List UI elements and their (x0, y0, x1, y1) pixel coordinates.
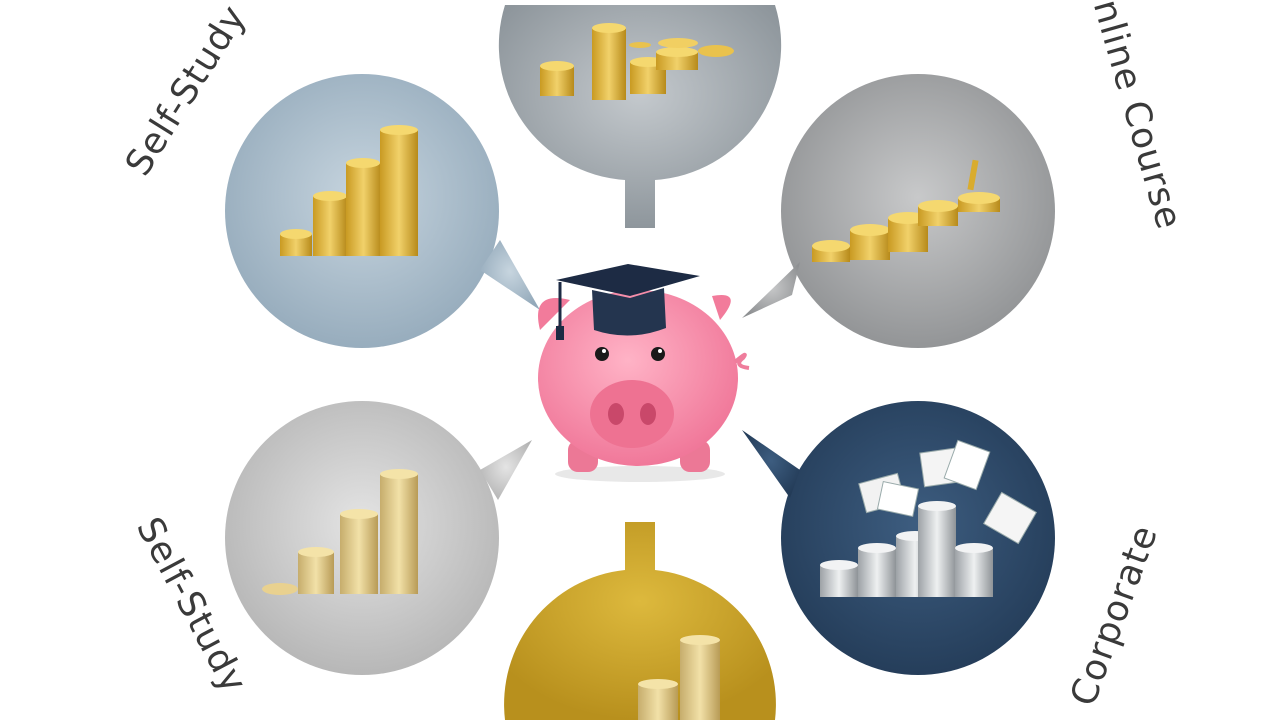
bubble-bottom-left (225, 401, 532, 675)
bubble-top (498, 5, 782, 228)
bubble-top-left (225, 74, 540, 348)
piggy-bank-graduation-cap-icon (538, 264, 750, 482)
coin-stacks-top (540, 23, 734, 100)
coin-stacks-top-right (812, 159, 1000, 262)
bubble-bottom (504, 522, 776, 720)
coin-stacks-top-left (280, 125, 418, 256)
coin-stacks-bottom-right (820, 501, 993, 597)
bubble-bottom-right (742, 401, 1055, 675)
coin-stacks-bottom-left (262, 469, 418, 595)
bubble-top-right (742, 74, 1055, 348)
paper-document-icon (858, 439, 1038, 545)
coin-stacks-bottom (638, 635, 720, 720)
